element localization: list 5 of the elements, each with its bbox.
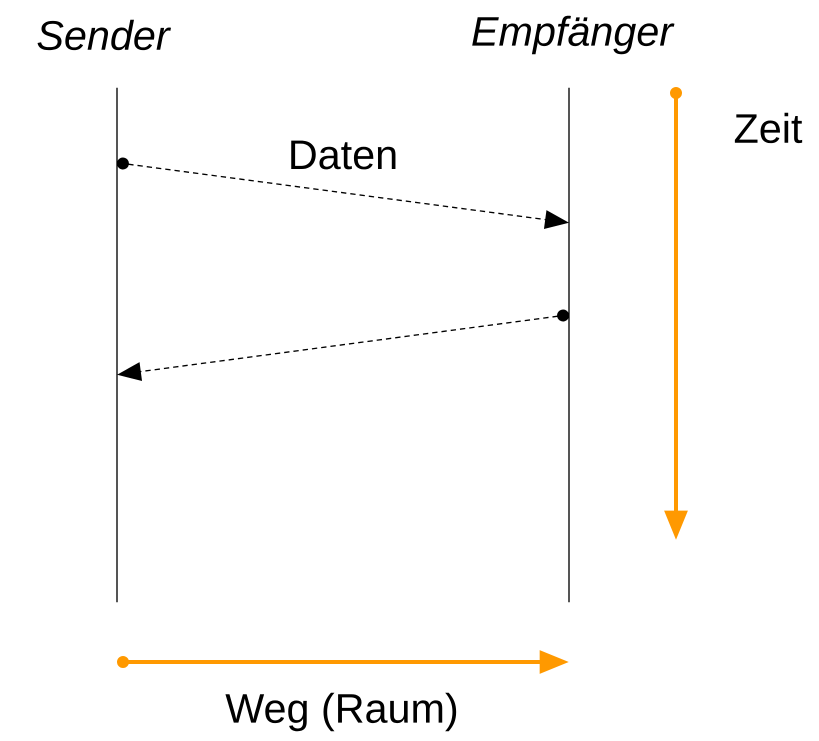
axis-label: Zeit (734, 112, 802, 144)
axis-label: Weg (Raum) (225, 692, 456, 732)
edge-label: Daten (286, 139, 400, 171)
lifeline: Empfänger (472, 16, 674, 602)
lifeline: Sender (38, 20, 172, 602)
